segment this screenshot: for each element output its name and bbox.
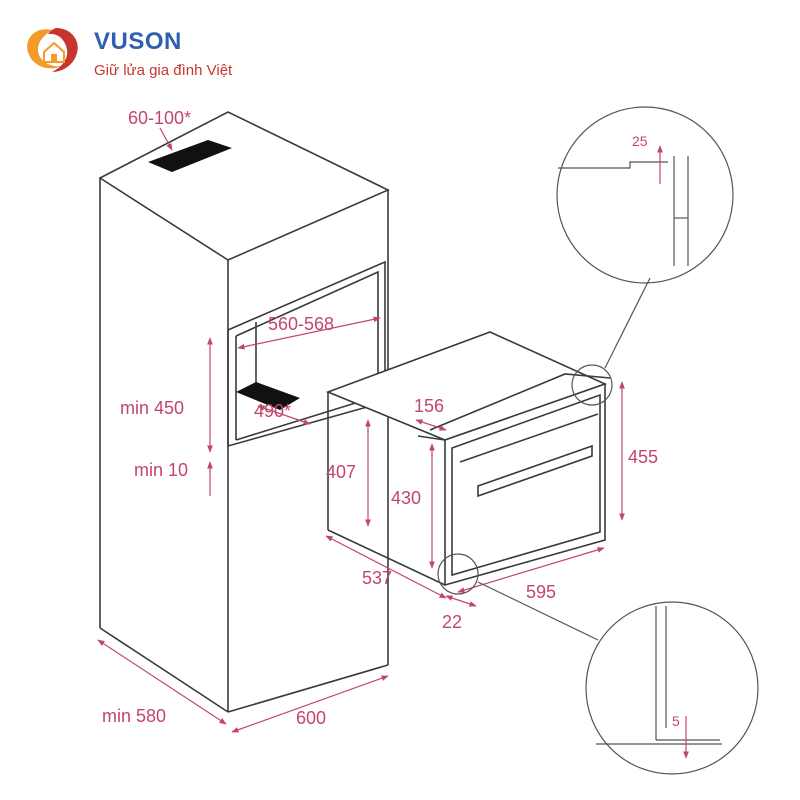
brand-name: VUSON <box>94 28 182 55</box>
brand-tagline: Giữ lửa gia đình Việt <box>94 62 233 79</box>
label-detail-top: 25 <box>632 133 648 149</box>
callout-leader-bottom <box>477 581 599 641</box>
label-niche-min-height: min 450 <box>120 398 184 418</box>
detail-callouts <box>437 106 759 775</box>
label-oven-rear-height: 407 <box>326 462 356 482</box>
oven-top-lip <box>429 373 611 431</box>
label-niche-width: 560-568 <box>268 314 334 334</box>
logo-swirl-red <box>48 28 78 72</box>
dim-line-vent <box>159 127 173 151</box>
bottom-vent-slot <box>236 382 300 410</box>
top-vent-slot <box>148 140 232 172</box>
niche-inner-top <box>235 270 379 396</box>
detail-dimension-marks <box>657 145 689 759</box>
oven-control-panel-line <box>459 413 599 463</box>
label-cabinet-min-depth: min 580 <box>102 706 166 726</box>
cabinet-bottom-left <box>99 627 229 713</box>
dim-line-bottom-opening <box>257 405 311 425</box>
callout-circle-bottom-detail <box>585 601 759 775</box>
oven-door-handle <box>477 444 593 498</box>
label-oven-body-height: 430 <box>391 488 421 508</box>
logo-swirl-orange <box>27 29 62 69</box>
label-shelf-min-gap: min 10 <box>134 460 188 480</box>
oven-step-line <box>417 435 446 441</box>
label-oven-depth: 537 <box>362 568 392 588</box>
dim-line-cabinet-depth <box>97 639 227 725</box>
callout-circle-top-detail <box>556 106 734 284</box>
logo-house <box>43 41 65 63</box>
dim-line-oven-depth <box>325 535 447 599</box>
detail-top-profile <box>558 161 668 169</box>
label-front-offset: 22 <box>442 612 462 632</box>
dim-line-front-offset <box>445 595 477 607</box>
oven <box>325 331 611 587</box>
oven-front-bezel <box>451 393 601 577</box>
cabinet-top-face <box>98 111 390 261</box>
label-cabinet-width: 600 <box>296 708 326 728</box>
label-detail-bottom: 5 <box>672 713 680 729</box>
label-oven-width: 595 <box>526 582 556 602</box>
label-oven-height: 455 <box>628 447 658 467</box>
dim-line-niche-width <box>237 316 381 350</box>
callout-circle-bottom-small <box>437 553 479 595</box>
callout-leader-top <box>604 277 651 369</box>
callout-circle-top-small <box>571 364 613 406</box>
dim-line-step-depth <box>415 419 447 431</box>
brand-logo-icon <box>27 28 78 72</box>
label-bottom-opening: 490* <box>254 401 291 421</box>
dim-line-cabinet-width <box>231 675 389 733</box>
label-vent-opening: 60-100* <box>128 108 191 128</box>
label-step-depth: 156 <box>414 396 444 416</box>
logo-door <box>51 54 57 62</box>
